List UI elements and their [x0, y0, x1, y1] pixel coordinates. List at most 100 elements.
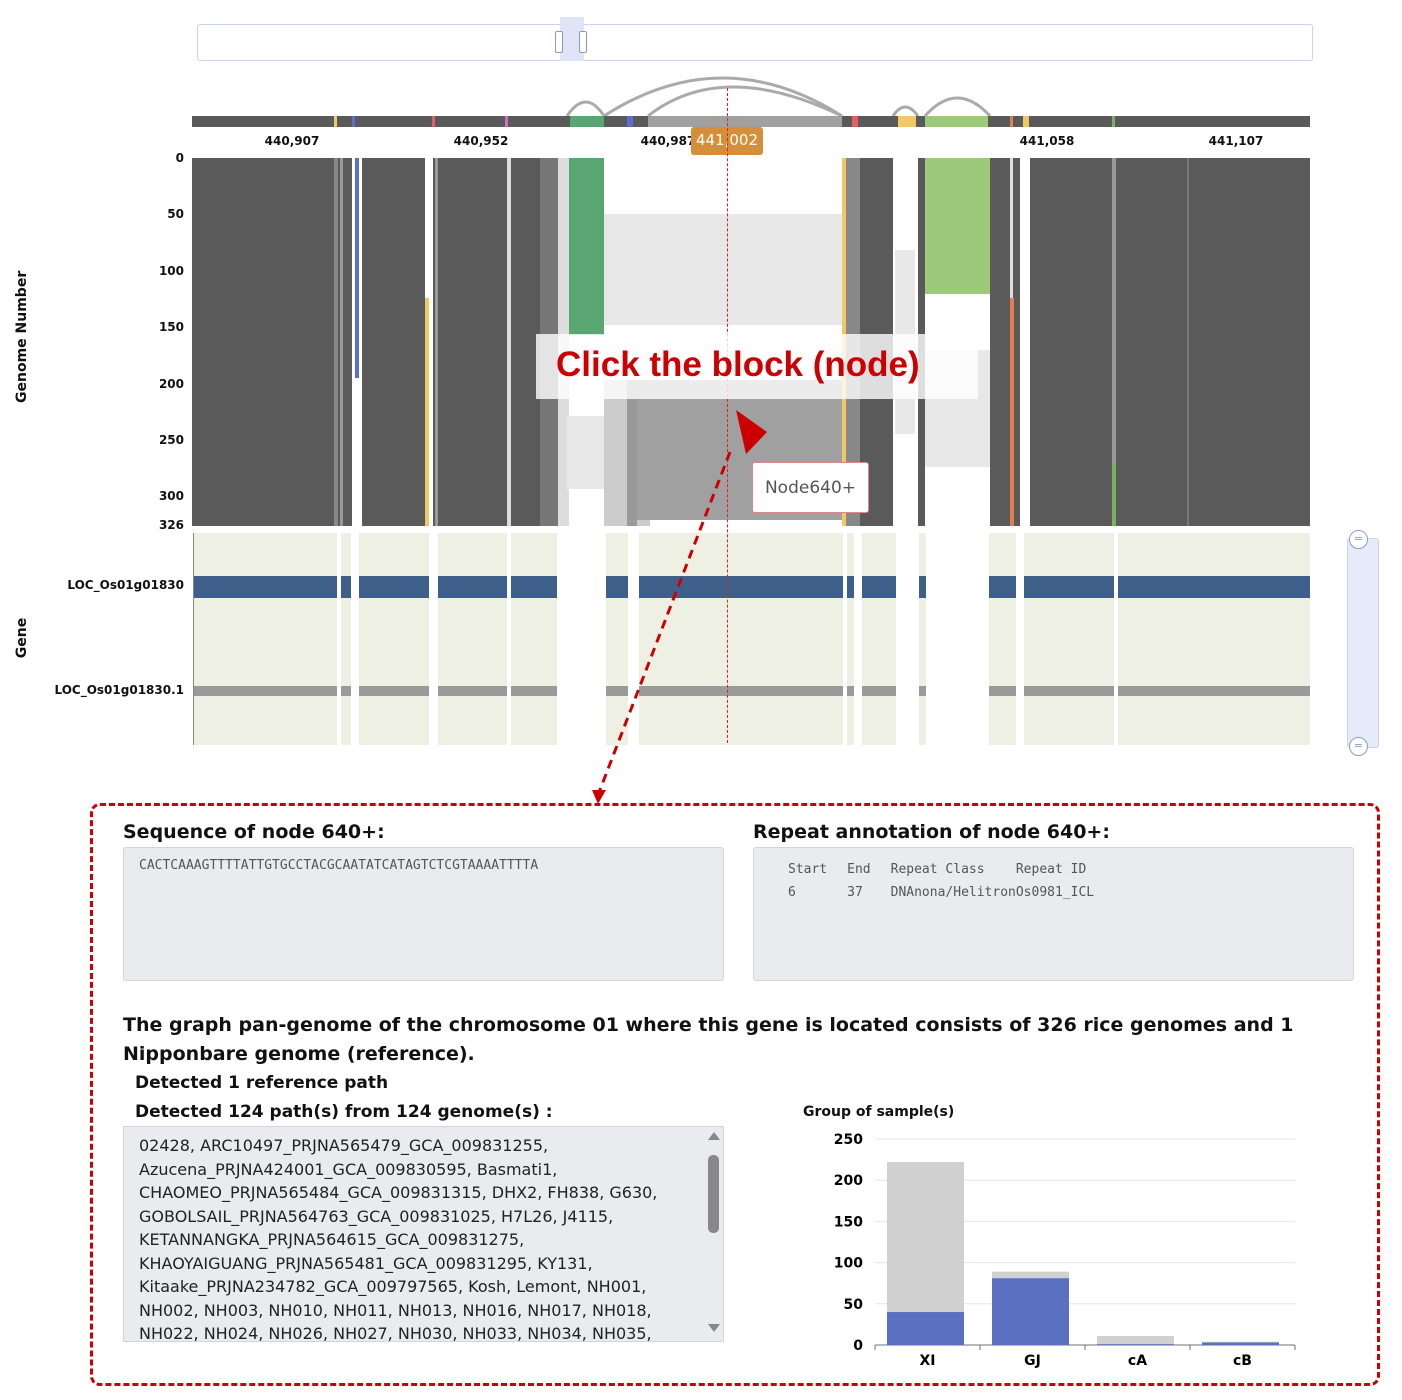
y-tick-label: 0 [853, 1338, 863, 1354]
y-tick-label: 250 [834, 1132, 863, 1148]
graph-node-block[interactable] [604, 214, 842, 325]
arrow-head-down-icon [592, 790, 606, 804]
gene-gap [351, 533, 359, 745]
gene-gap [429, 533, 438, 745]
range-slider[interactable] [197, 24, 1313, 61]
graph-node-block[interactable] [425, 158, 433, 526]
range-handle-right[interactable] [579, 31, 587, 53]
x-tick-label: XI [919, 1353, 935, 1369]
zoom-handle-top[interactable]: = [1349, 530, 1368, 549]
y-tick: 150 [158, 320, 184, 334]
y-tick: 100 [158, 264, 184, 278]
y-tick: 0 [175, 151, 184, 165]
gene-label: LOC_Os01g01830 [67, 578, 184, 592]
y-tick: 326 [158, 518, 184, 532]
arrow-head-up-icon [736, 410, 767, 454]
x-tick: 440,952 [453, 134, 509, 148]
y-tick: 250 [158, 433, 184, 447]
x-tick-label: cA [1128, 1353, 1147, 1369]
arrow-annotation [592, 410, 767, 804]
y-tick-label: 200 [834, 1173, 863, 1189]
sequence-title: Sequence of node 640+: [123, 821, 385, 843]
zoom-handle-bottom[interactable]: = [1349, 737, 1368, 756]
graph-node-block[interactable] [990, 158, 996, 526]
scroll-up-icon[interactable] [708, 1132, 720, 1140]
link-arc [923, 96, 992, 118]
range-handle-left[interactable] [555, 31, 563, 53]
gene-bar[interactable] [194, 576, 1310, 598]
gene-gap [926, 533, 989, 745]
graph-node-block[interactable] [627, 380, 637, 526]
paths-detected-text: Detected 124 path(s) from 124 genome(s) … [135, 1102, 553, 1122]
bar-subset [1202, 1342, 1279, 1345]
scrollbar[interactable] [706, 1128, 722, 1340]
gene-gap [628, 533, 639, 745]
y-tick-label: 150 [834, 1214, 863, 1230]
graph-node-block[interactable] [425, 298, 429, 526]
y-tick-label: 50 [844, 1297, 864, 1313]
header-id: Repeat ID [1015, 862, 1087, 877]
path-list: 02428, ARC10497_PRJNA565479_GCA_00983125… [139, 1136, 658, 1342]
graph-node-block[interactable] [1112, 463, 1116, 526]
link-arc [565, 100, 606, 117]
gene-gap [557, 533, 569, 745]
graph-node-block[interactable] [334, 158, 338, 526]
gene-gap [337, 533, 341, 745]
graph-node-block[interactable] [435, 158, 438, 526]
gene-label: LOC_Os01g01830.1 [54, 683, 184, 697]
x-tick: 441,107 [1208, 134, 1264, 148]
x-tick: 440,987 [640, 134, 696, 148]
graph-node-block[interactable] [1010, 298, 1014, 526]
graph-node-block[interactable] [567, 416, 604, 489]
graph-node-block[interactable] [1020, 158, 1030, 526]
instruction-banner [536, 334, 978, 399]
bar-subset [992, 1278, 1069, 1345]
header-class: Repeat Class [890, 862, 985, 877]
y-tick: 300 [158, 489, 184, 503]
header-start: Start [788, 862, 828, 877]
cell-class: DNAnona/Helitron [890, 885, 1016, 900]
gene-gap [507, 533, 511, 745]
graph-node-block[interactable] [340, 158, 343, 526]
gene-gap [569, 533, 606, 745]
header-end: End [847, 862, 871, 877]
sequence-text: CACTCAAAGTTTTATTGTGCCTACGCAATATCATAGTCTC… [139, 858, 539, 873]
reference-path-text: Detected 1 reference path [135, 1073, 389, 1093]
path-list-box[interactable]: 02428, ARC10497_PRJNA565479_GCA_00983125… [123, 1126, 724, 1342]
overview-track[interactable] [0, 60, 1402, 130]
bar-total [1097, 1335, 1174, 1345]
node-details-panel [90, 803, 1380, 1386]
bar-subset [887, 1312, 964, 1345]
gene-gap [896, 533, 919, 745]
transcript-bar[interactable] [194, 686, 1310, 696]
graph-node-block[interactable] [1187, 158, 1189, 526]
graph-node-block[interactable] [925, 158, 990, 294]
link-arc [603, 76, 843, 118]
gene-gap [1114, 533, 1118, 745]
x-tick: 440,907 [264, 134, 320, 148]
chart-title: Group of sample(s) [803, 1104, 955, 1120]
sequence-box[interactable]: CACTCAAAGTTTTATTGTGCCTACGCAATATCATAGTCTC… [123, 847, 724, 981]
graph-node-block[interactable] [355, 158, 359, 378]
repeat-table: Start End Repeat Class Repeat ID 6 37 DNAnona… [788, 858, 1094, 904]
y-tick-label: 100 [834, 1256, 863, 1272]
cell-end: 37 [847, 885, 863, 900]
link-arc [647, 85, 843, 118]
graph-node-block[interactable] [569, 158, 604, 335]
cell-start: 6 [788, 885, 796, 900]
repeat-box[interactable]: Start End Repeat Class Repeat ID 6 37 DNAnona… [753, 847, 1354, 981]
x-tick-label: cB [1233, 1353, 1252, 1369]
graph-node-block[interactable] [1112, 158, 1116, 526]
scroll-thumb[interactable] [708, 1155, 719, 1233]
gene-track[interactable] [193, 533, 1310, 745]
gene-gap [1016, 533, 1024, 745]
repeat-title: Repeat annotation of node 640+: [753, 821, 1110, 843]
scroll-down-icon[interactable] [708, 1324, 720, 1332]
cell-id: Os0981_ICL [1015, 885, 1095, 900]
graph-node-block[interactable] [507, 158, 511, 526]
x-tick-label: GJ [1024, 1353, 1041, 1369]
node-tooltip: Node640+ [752, 462, 869, 513]
y-tick: 50 [167, 207, 184, 221]
gene-gap [854, 533, 862, 745]
